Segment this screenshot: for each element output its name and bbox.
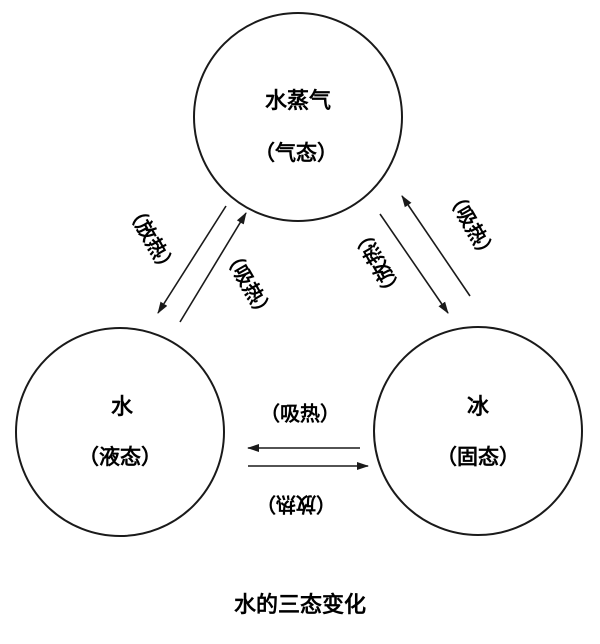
node-ice-state: （固态） bbox=[436, 445, 520, 469]
arrow-vapor-to-ice bbox=[379, 213, 449, 314]
arrow-ice-to-vapor bbox=[401, 195, 471, 297]
label-ice-to-water: （吸热） bbox=[260, 402, 340, 426]
label-ice-to-vapor: （吸热） bbox=[441, 185, 502, 266]
node-water-circle bbox=[15, 327, 225, 537]
node-vapor-name: 水蒸气 bbox=[265, 88, 331, 114]
label-vapor-to-ice: （放热） bbox=[347, 222, 408, 303]
label-vapor-to-water: （放热） bbox=[121, 199, 182, 280]
node-vapor-state: （气态） bbox=[254, 141, 338, 165]
node-water: 水 （液态） bbox=[15, 327, 225, 537]
node-ice-name: 冰 bbox=[467, 395, 490, 420]
node-ice: 冰 （固态） bbox=[373, 326, 583, 536]
arrow-water-to-vapor bbox=[179, 212, 247, 323]
label-water-to-vapor: （吸热） bbox=[218, 244, 279, 325]
node-ice-circle bbox=[373, 326, 583, 536]
node-vapor: 水蒸气 （气态） bbox=[193, 12, 403, 222]
arrow-vapor-to-water bbox=[157, 205, 227, 314]
node-water-name: 水 bbox=[111, 395, 134, 420]
node-water-state: （液态） bbox=[78, 445, 162, 469]
diagram-caption: 水的三态变化 bbox=[234, 592, 366, 618]
node-vapor-circle bbox=[193, 12, 403, 222]
label-water-to-ice: （放热） bbox=[256, 493, 336, 517]
